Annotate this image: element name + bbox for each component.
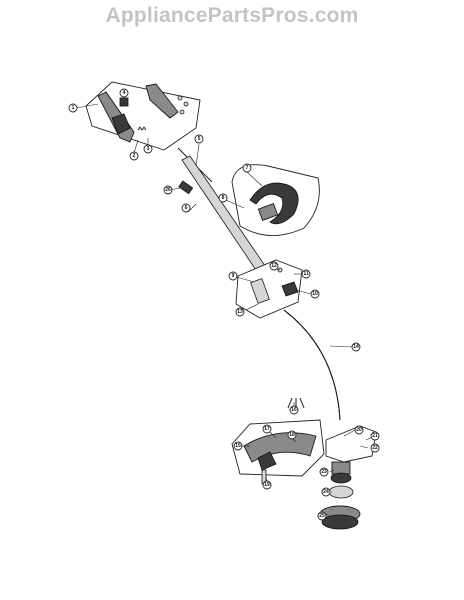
callout-20: 20: [354, 425, 364, 435]
callout-25-label: 25: [319, 513, 325, 519]
callout-18: 18: [287, 430, 297, 440]
callout-2-label: 2: [133, 153, 136, 159]
callout-8-label: 8: [222, 195, 225, 201]
callout-15-label: 15: [235, 443, 241, 449]
callout-22: 22: [370, 443, 380, 453]
line-cutter-blade: [257, 451, 277, 471]
callout-19-label: 19: [264, 482, 270, 488]
callout-6: 6: [181, 203, 191, 213]
screw-c: [179, 109, 185, 115]
coupler-panel: [235, 259, 303, 319]
throttle-panel: [85, 81, 201, 151]
gearhead-hub: [330, 472, 352, 484]
callout-13: 13: [235, 307, 245, 317]
callout-9-label: 9: [232, 273, 235, 279]
lower-shaft-curve: [283, 309, 341, 421]
callout-9: 9: [228, 271, 238, 281]
callout-4-label: 4: [123, 90, 126, 96]
callout-3-label: 3: [147, 146, 150, 152]
lower-shaft-inner: [283, 309, 341, 421]
coupler-knob: [281, 281, 299, 297]
assist-handle-clamp: [257, 203, 279, 221]
callout-19: 19: [262, 480, 272, 490]
callout-16: 16: [289, 405, 299, 415]
assist-handle-panel: [231, 164, 320, 236]
throttle-spring: [137, 126, 147, 131]
assist-handle-assembly: [231, 164, 320, 236]
callout-24: 24: [321, 487, 331, 497]
callout-18-label: 18: [289, 432, 295, 438]
callout-7-label: 7: [246, 165, 249, 171]
callout-26: 26: [163, 185, 173, 195]
callout-22-label: 22: [372, 445, 378, 451]
callout-10-label: 10: [312, 291, 318, 297]
callout-11-label: 11: [303, 271, 309, 277]
callout-21: 21: [370, 431, 380, 441]
callout-7: 7: [242, 163, 252, 173]
callout-26-label: 26: [165, 187, 171, 193]
callout-23-label: 23: [321, 469, 327, 475]
gearhead-panel: [325, 425, 377, 463]
callout-5-label: 5: [198, 136, 201, 142]
callout-21-label: 21: [372, 433, 378, 439]
callout-set: 1 2 3 4 5 6 7 8 9 10 11 12 13 14 15 16 1…: [68, 88, 380, 521]
callout-20-label: 20: [356, 427, 362, 433]
callout-1-label: 1: [72, 105, 75, 111]
callout-17: 17: [262, 424, 272, 434]
throttle-housing-right: [145, 83, 179, 119]
shaft-clamp: [178, 180, 194, 195]
callout-8: 8: [218, 193, 228, 203]
callout-10: 10: [310, 289, 320, 299]
callout-3: 3: [143, 144, 153, 154]
gearhead-assembly: [325, 425, 377, 484]
watermark-text: AppliancePartsPros.com: [105, 4, 359, 27]
callout-12: 12: [269, 261, 279, 271]
callout-2: 2: [129, 151, 139, 161]
callout-12-label: 12: [271, 263, 277, 269]
callout-11: 11: [301, 269, 311, 279]
callout-13-label: 13: [237, 309, 243, 315]
throttle-handle-assembly: [85, 81, 201, 151]
assist-handle-grip: [249, 182, 299, 225]
callout-14: 14: [351, 342, 361, 352]
callout-25: 25: [317, 511, 327, 521]
throttle-trigger: [111, 113, 131, 135]
screw-b: [183, 101, 189, 107]
gearhead-body: [331, 461, 351, 475]
spool-cap: [321, 514, 359, 530]
callout-23: 23: [319, 467, 329, 477]
callout-24-label: 24: [323, 489, 329, 495]
guard-assembly: [231, 397, 325, 485]
callout-5: 5: [194, 134, 204, 144]
callout-14-label: 14: [353, 344, 359, 350]
callout-4: 4: [119, 88, 129, 98]
callout-17-label: 17: [264, 426, 270, 432]
spool-retainer: [328, 485, 354, 499]
coupler-sleeve: [250, 278, 270, 304]
screw-a: [177, 95, 183, 101]
callout-1: 1: [68, 103, 78, 113]
callout-16-label: 16: [291, 407, 297, 413]
callout-15: 15: [233, 441, 243, 451]
callout-6-label: 6: [185, 205, 188, 211]
coupler-assembly: [235, 259, 303, 319]
